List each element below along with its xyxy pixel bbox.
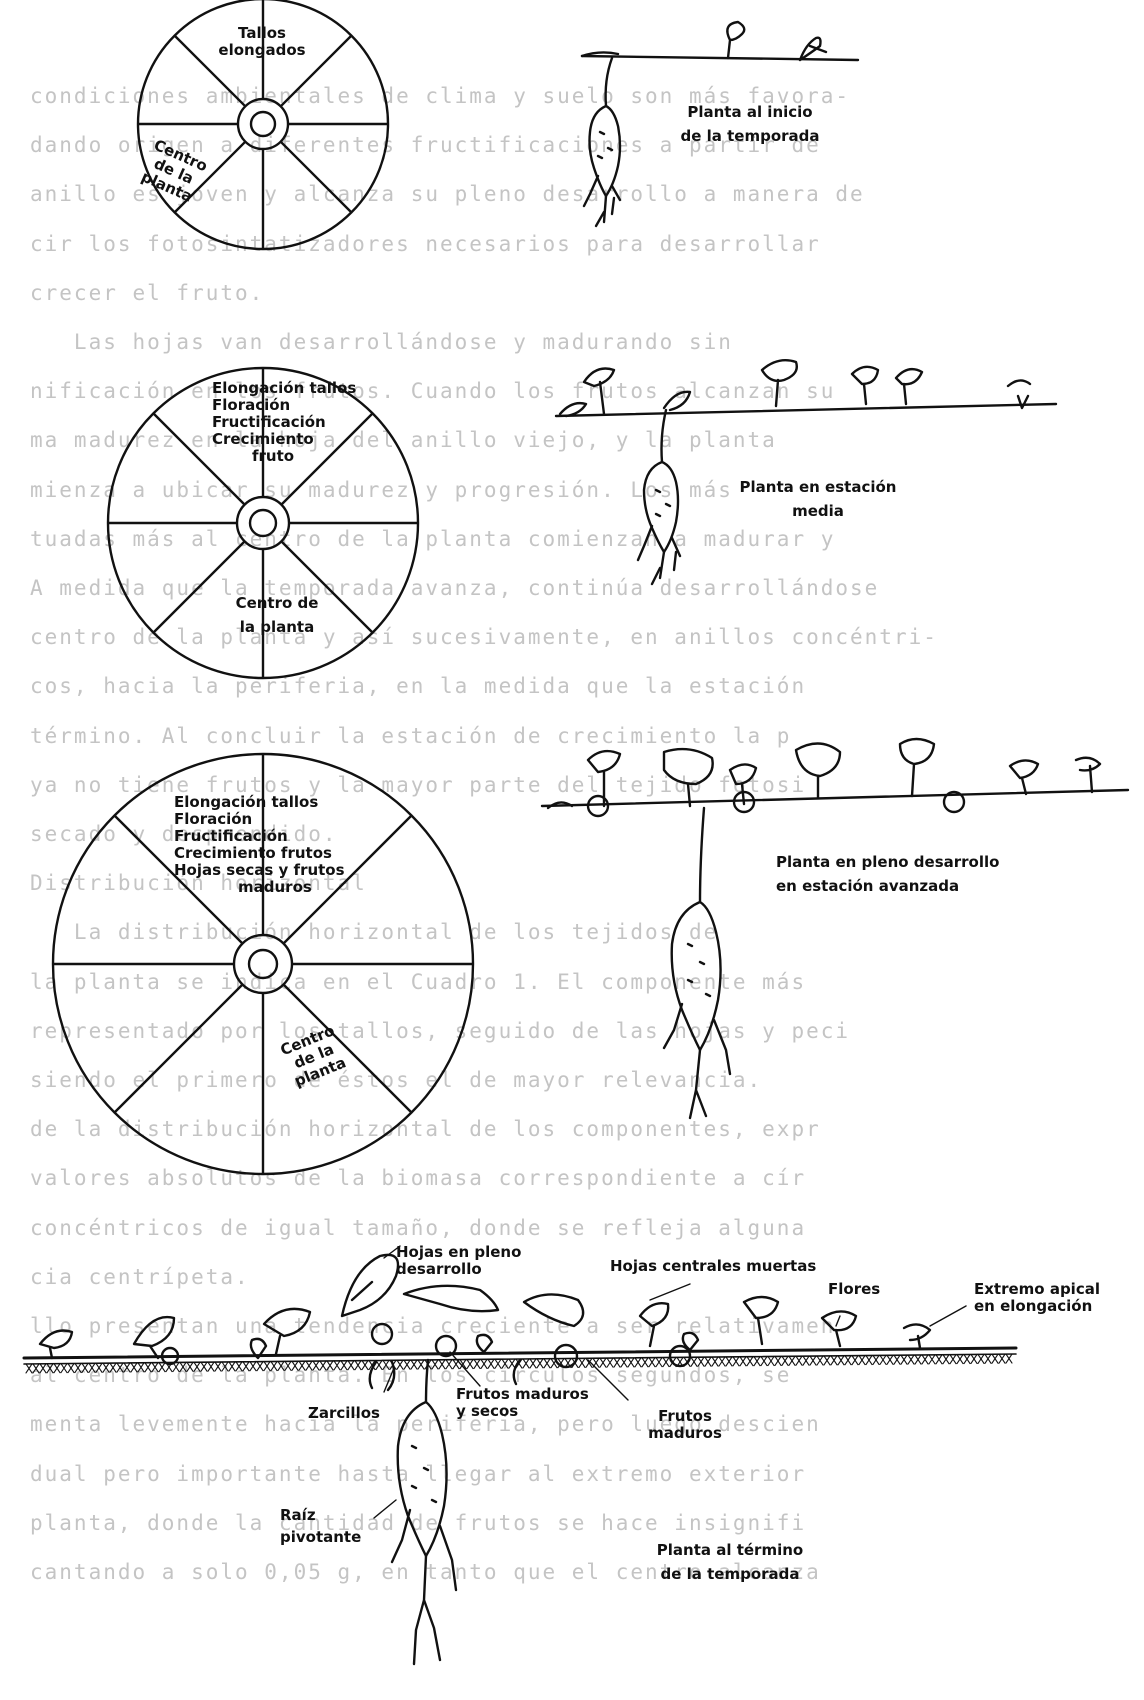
wheel3-outer-line: Fructificación xyxy=(174,828,345,845)
wheel-center-dot xyxy=(251,112,275,136)
caption-line: Planta al término xyxy=(640,1538,820,1562)
label-line: pivotante xyxy=(280,1526,361,1548)
label-line: Raíz xyxy=(280,1504,361,1526)
label-frutos-maduros-secos: Frutos maduros y secos xyxy=(456,1386,589,1420)
wheel1-outer-line: elongados xyxy=(218,42,306,59)
label-line: Frutos xyxy=(640,1408,730,1425)
wheel-center-dot xyxy=(250,510,276,536)
wheel3-outer-line: Crecimiento frutos xyxy=(174,845,345,862)
label-line: desarrollo xyxy=(396,1261,521,1278)
wheel-center-ring xyxy=(238,99,288,149)
wheel2-outer-line: Crecimiento xyxy=(212,431,356,448)
plant3-caption-line: en estación avanzada xyxy=(776,874,999,898)
label-hojas-pleno-desarrollo: Hojas en pleno desarrollo xyxy=(396,1244,521,1278)
wheel3-outer-label: Elongación tallos Floración Fructificaci… xyxy=(174,794,345,896)
wheel2-outer-label: Elongación tallos Floración Fructificaci… xyxy=(212,380,356,465)
wheel1-outer-line: Tallos xyxy=(218,25,306,42)
plant3-caption: Planta en pleno desarrollo en estación a… xyxy=(776,850,999,898)
wheel2-outer-line: Floración xyxy=(212,397,356,414)
label-line: Flores xyxy=(828,1281,880,1298)
plant1-caption-line: Planta al inicio xyxy=(660,100,840,124)
label-line: Zarcillos xyxy=(308,1405,380,1422)
wheel2-center-line: Centro de xyxy=(222,591,332,615)
label-flores: Flores xyxy=(828,1281,880,1298)
final-plant-caption: Planta al término de la temporada xyxy=(640,1538,820,1586)
label-raiz-pivotante: Raíz pivotante xyxy=(280,1504,361,1548)
label-frutos-maduros: Frutos maduros xyxy=(640,1408,730,1442)
plant2-caption-line: media xyxy=(728,499,908,523)
label-zarcillos: Zarcillos xyxy=(308,1405,380,1422)
plant1-caption-line: de la temporada xyxy=(660,124,840,148)
wheel3-outer-line: maduros xyxy=(174,879,345,896)
wheel-center-ring xyxy=(237,497,289,549)
wheel2-center-line: la planta xyxy=(222,615,332,639)
label-hojas-centrales-muertas: Hojas centrales muertas xyxy=(610,1258,816,1275)
wheel-center-ring xyxy=(234,935,292,993)
plant-advanced-season xyxy=(542,739,1128,1118)
wheel2-outer-line: fruto xyxy=(212,448,356,465)
label-line: Frutos maduros xyxy=(456,1386,589,1403)
label-line: Hojas en pleno xyxy=(396,1244,521,1261)
growth-wheels xyxy=(53,0,473,1174)
wheel2-center-label: Centro de la planta xyxy=(222,591,332,639)
label-line: Hojas centrales muertas xyxy=(610,1258,816,1275)
plant3-caption-line: Planta en pleno desarrollo xyxy=(776,850,999,874)
label-extremo-apical: Extremo apical en elongación xyxy=(974,1281,1100,1315)
wheel2-outer-line: Elongación tallos xyxy=(212,380,356,397)
wheel3-outer-line: Floración xyxy=(174,811,345,828)
wheel-spoke xyxy=(281,142,352,213)
plant-mid-season xyxy=(556,360,1056,584)
plant1-caption: Planta al inicio de la temporada xyxy=(660,100,840,148)
wheel-spoke xyxy=(115,985,243,1113)
label-line: y secos xyxy=(456,1403,589,1420)
plant2-caption-line: Planta en estación xyxy=(728,475,908,499)
label-line: maduros xyxy=(640,1425,730,1442)
plant-end-of-season xyxy=(24,1255,1016,1664)
wheel1-outer-label: Tallos elongados xyxy=(218,25,306,59)
plant2-caption: Planta en estación media xyxy=(728,475,908,523)
wheel-center-dot xyxy=(249,950,277,978)
label-line: en elongación xyxy=(974,1298,1100,1315)
label-line: Extremo apical xyxy=(974,1281,1100,1298)
wheel3-outer-line: Elongación tallos xyxy=(174,794,345,811)
caption-line: de la temporada xyxy=(640,1562,820,1586)
wheel3-outer-line: Hojas secas y frutos xyxy=(174,862,345,879)
wheel2-outer-line: Fructificación xyxy=(212,414,356,431)
